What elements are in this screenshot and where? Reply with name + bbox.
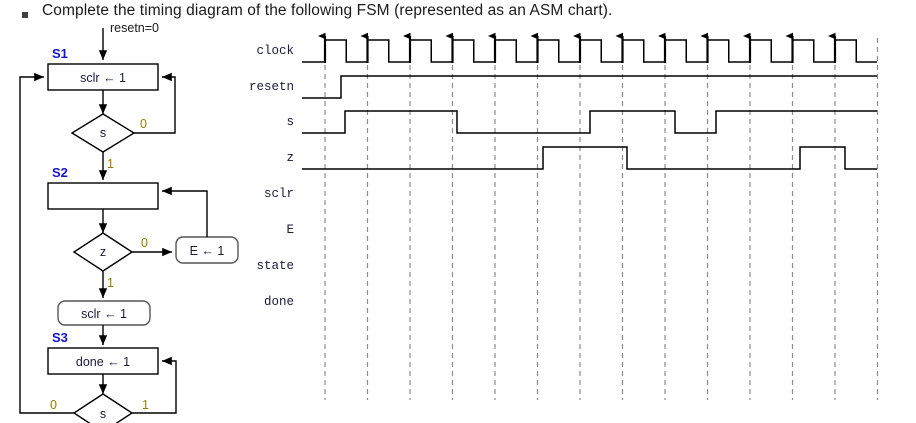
state-box-text-s3: done ← 1 <box>76 355 130 369</box>
waveform-z <box>302 146 877 170</box>
grid-layer <box>324 38 879 400</box>
branch-label-s-top-0: 0 <box>140 117 147 131</box>
branch-s0-loop-to-s1 <box>19 72 74 414</box>
wave-layer <box>302 32 877 170</box>
waveform-clock <box>302 39 877 63</box>
decision-condition-s-top: s <box>100 126 106 140</box>
state-box-s2 <box>47 182 159 210</box>
state-label-s2: S2 <box>52 165 68 180</box>
state-output-box-sclr <box>57 300 151 326</box>
decision-condition-s-bottom: s <box>100 407 106 421</box>
state-box-s1 <box>47 63 159 91</box>
signal-label-state: state <box>256 259 294 273</box>
signal-label-z: z <box>286 151 294 165</box>
waveform-s <box>302 110 877 134</box>
signal-label-sclr: sclr <box>264 187 294 201</box>
square-bullet-icon <box>22 12 28 18</box>
branch-label-z-1: 1 <box>107 276 114 290</box>
signal-label-E: E <box>286 223 294 237</box>
signal-label-clock: clock <box>256 44 294 58</box>
state-output-text-sclr: sclr ← 1 <box>81 307 127 321</box>
branch-s1-loop-to-s3 <box>132 356 177 414</box>
entry-condition-label: resetn=0 <box>110 21 159 35</box>
decision-condition-z: z <box>100 245 106 259</box>
state-box-text-s1: sclr ← 1 <box>80 71 126 85</box>
branch-label-z-0: 0 <box>141 236 148 250</box>
decision-diamond-s-bottom <box>72 393 134 423</box>
signal-label-done: done <box>264 295 294 309</box>
branch-s0-loop <box>134 72 176 134</box>
asm-chart-svg: resetn=0 S1 sclr ← 1 s 0 1 S2 z 0 1 E ← … <box>19 21 239 423</box>
branch-label-s-top-1: 1 <box>107 157 114 171</box>
waveform-resetn <box>302 75 877 99</box>
branch-label-s-bottom-1: 1 <box>142 398 149 412</box>
conditional-output-text-e: E ← 1 <box>190 244 225 258</box>
state-box-s3 <box>47 347 159 375</box>
state-label-s1: S1 <box>52 46 68 61</box>
branch-label-s-bottom-0: 0 <box>50 398 57 412</box>
asm-chart: resetn=0 S1 sclr ← 1 s 0 1 S2 z 0 1 E ← … <box>0 20 250 423</box>
state-label-s3: S3 <box>52 330 68 345</box>
signal-label-resetn: resetn <box>249 80 294 94</box>
question-row: Complete the timing diagram of the follo… <box>0 2 916 26</box>
page-title: Complete the timing diagram of the follo… <box>42 2 613 19</box>
signal-label-s: s <box>286 115 294 129</box>
link-e-to-s2 <box>162 186 208 237</box>
